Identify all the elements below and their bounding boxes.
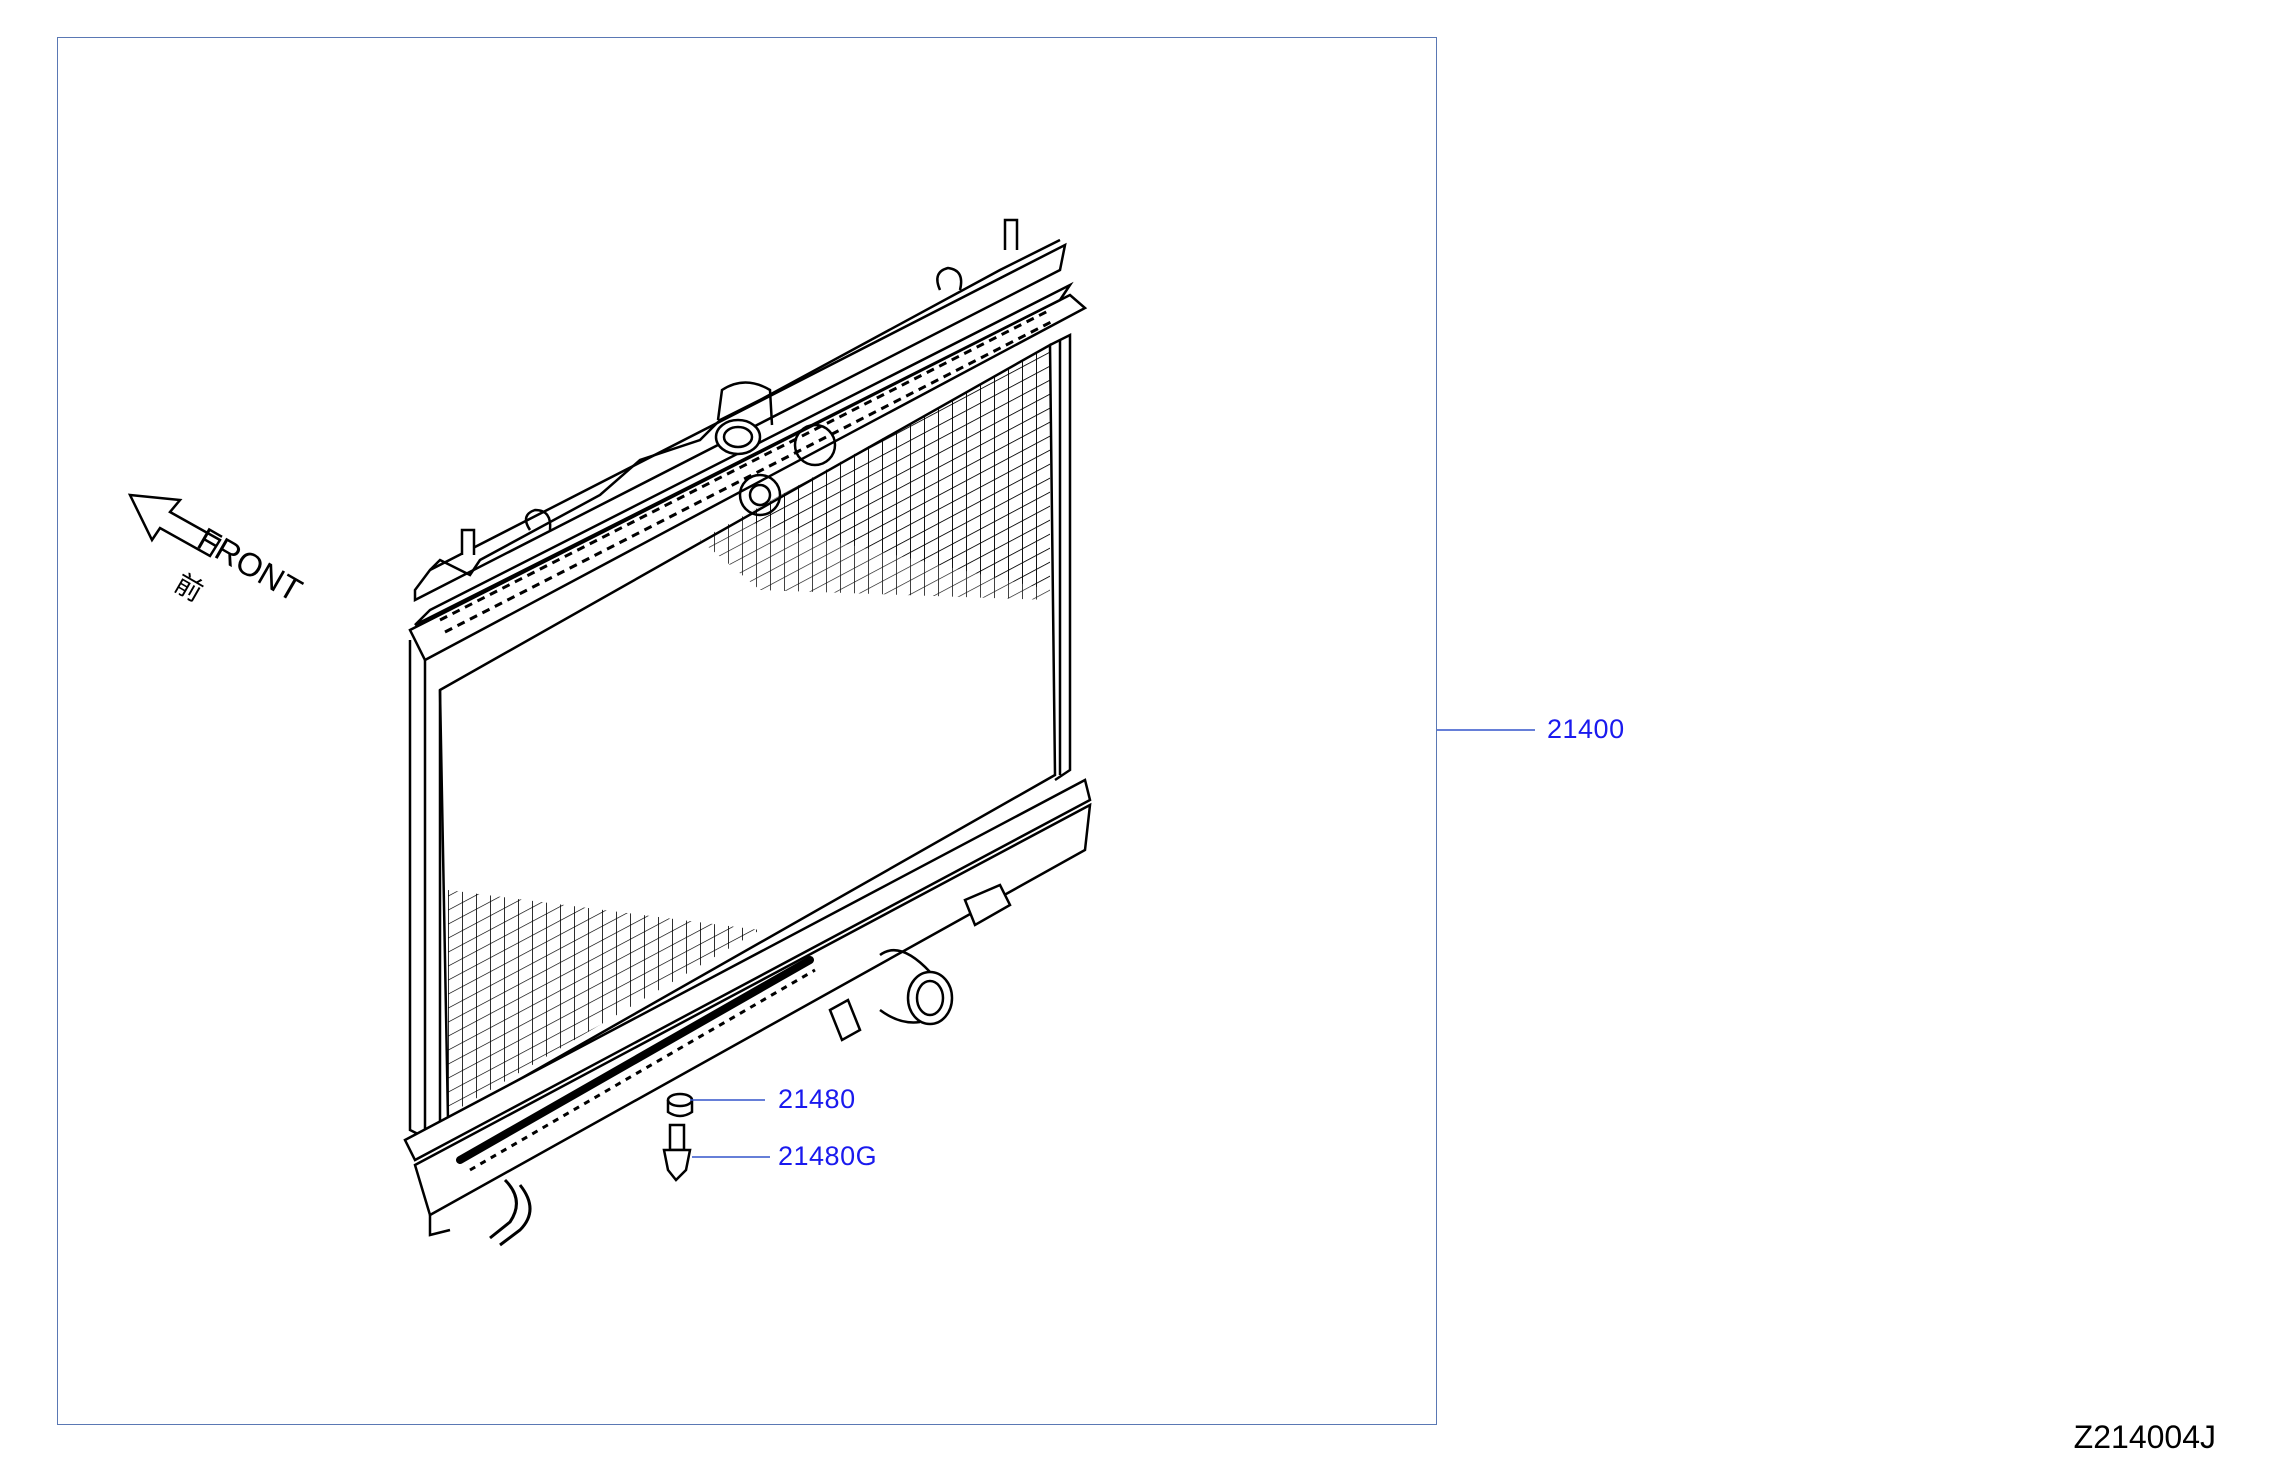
callout-radiator[interactable]: 21400 [1547, 714, 1625, 744]
front-arrow-icon [127, 493, 222, 558]
upper-tank [408, 218, 1088, 662]
figure-code: Z214004J [2073, 1419, 2216, 1455]
callout-leaders [690, 729, 1535, 1158]
diagram-frame [57, 37, 1437, 1425]
callout-drain-plug[interactable]: 21480G [778, 1141, 878, 1171]
lower-tank [403, 778, 1092, 1247]
callout-drain-plug-seal[interactable]: 21480 [778, 1084, 856, 1114]
drain-plug-seal [666, 1092, 694, 1118]
radiator-core [438, 342, 1057, 1123]
drain-plug [662, 1123, 692, 1182]
